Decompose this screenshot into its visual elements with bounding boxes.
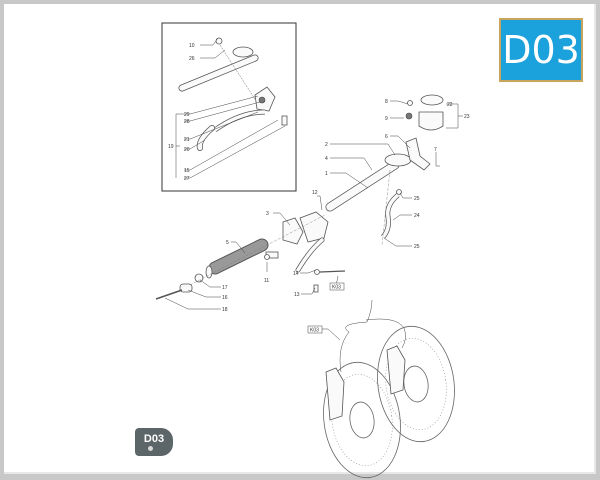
inset-label-21: 21 bbox=[184, 137, 190, 143]
label-5: 5 bbox=[226, 240, 229, 246]
inset-label-20: 20 bbox=[184, 147, 190, 153]
inset-label-15: 15 bbox=[184, 168, 190, 174]
inset-label-26: 26 bbox=[189, 56, 195, 62]
label-17: 17 bbox=[222, 285, 228, 291]
label-11: 11 bbox=[264, 278, 269, 284]
inset-label-28: 28 bbox=[184, 119, 190, 125]
ref-k03-upper: K03 bbox=[332, 285, 341, 291]
label-25b: 25 bbox=[414, 244, 420, 250]
label-2: 2 bbox=[325, 142, 328, 148]
label-4: 4 bbox=[325, 156, 328, 162]
label-7: 7 bbox=[434, 147, 437, 153]
diagram-frame bbox=[4, 4, 596, 474]
inset-label-10: 10 bbox=[189, 43, 195, 49]
label-25a: 25 bbox=[414, 196, 420, 202]
label-9: 9 bbox=[385, 116, 388, 122]
label-22: 22 bbox=[447, 102, 453, 108]
label-14: 14 bbox=[293, 271, 299, 277]
label-12: 12 bbox=[312, 190, 318, 196]
dot-icon bbox=[148, 446, 153, 451]
section-tag-label: D03 bbox=[143, 433, 165, 445]
label-18: 18 bbox=[222, 307, 228, 313]
inset-label-27: 27 bbox=[184, 176, 190, 182]
label-13: 13 bbox=[294, 292, 300, 298]
ref-k03-lower: K03 bbox=[310, 328, 319, 334]
label-24: 24 bbox=[414, 213, 420, 219]
inset-box bbox=[161, 22, 297, 192]
label-6: 6 bbox=[385, 134, 388, 140]
label-3: 3 bbox=[266, 211, 269, 217]
section-tag[interactable]: D03 bbox=[135, 428, 173, 456]
label-1: 1 bbox=[325, 171, 328, 177]
inset-label-29: 29 bbox=[184, 112, 190, 118]
label-8: 8 bbox=[385, 99, 388, 105]
label-23: 23 bbox=[464, 114, 470, 120]
label-16: 16 bbox=[222, 295, 228, 301]
inset-label-19: 19 bbox=[168, 144, 174, 150]
section-code-badge: D03 bbox=[499, 18, 583, 82]
